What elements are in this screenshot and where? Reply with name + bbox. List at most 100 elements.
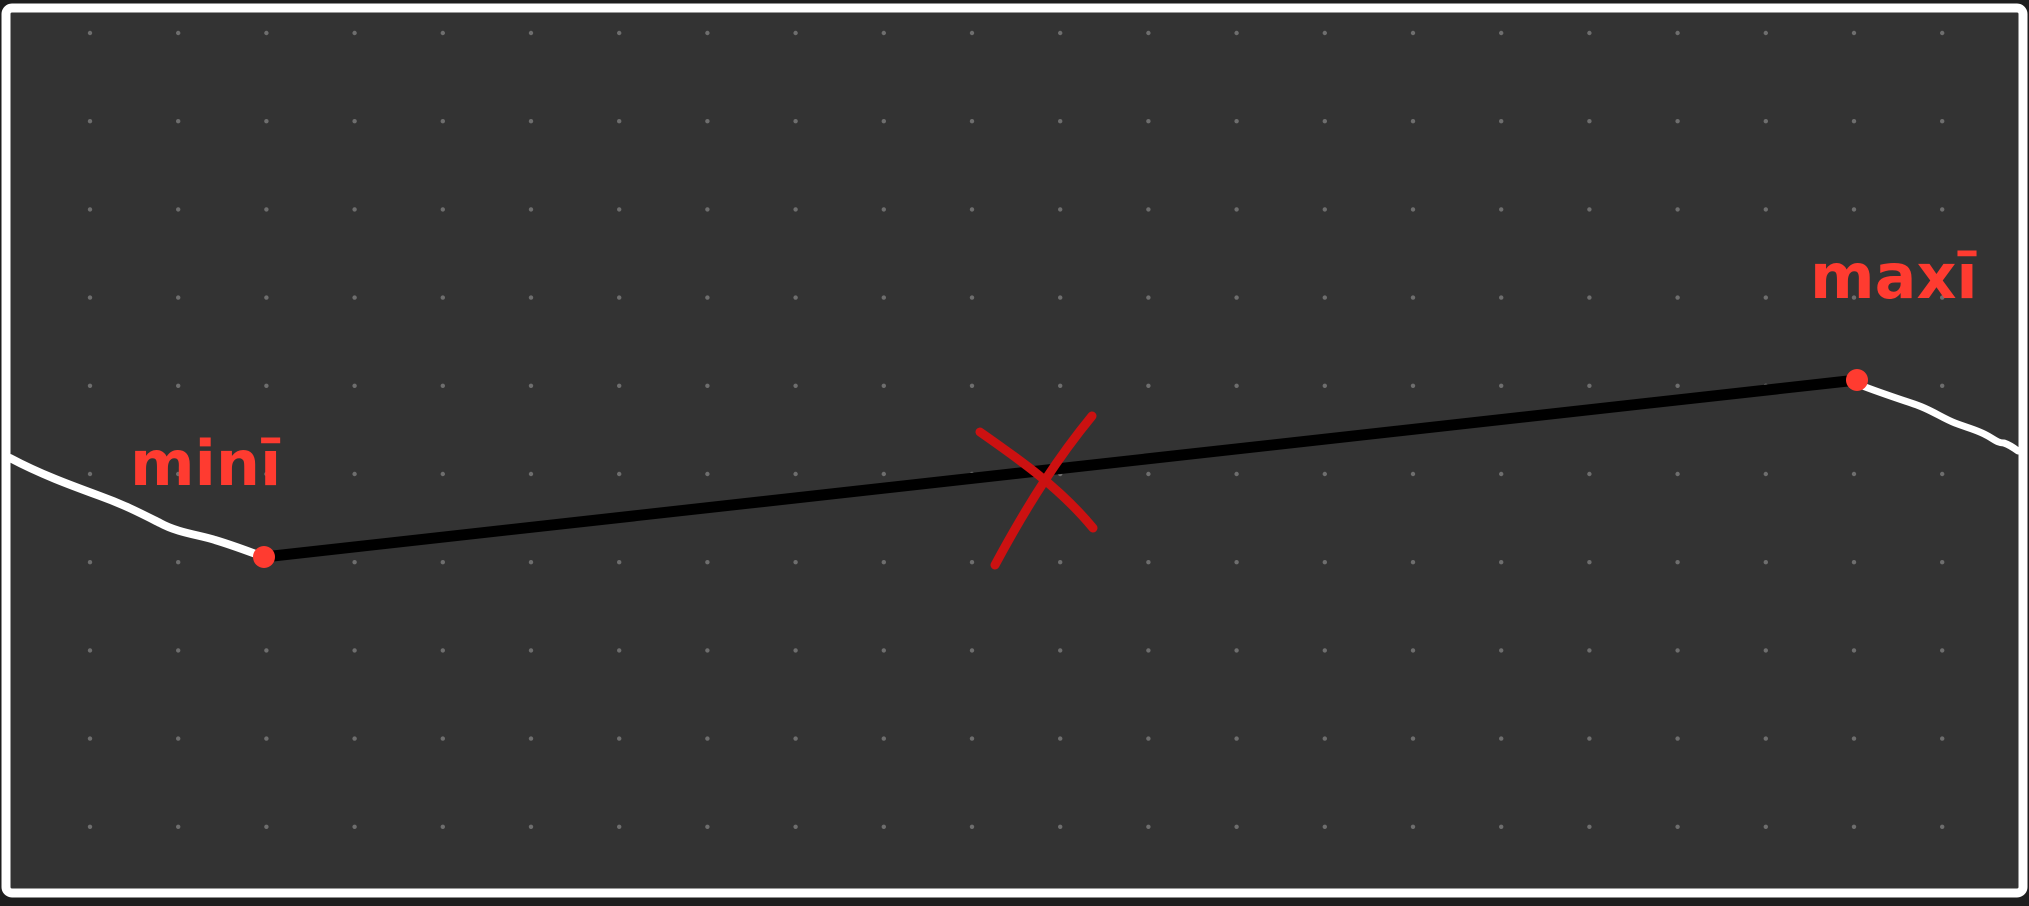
grid-dot (793, 471, 798, 477)
grid-dot (1940, 295, 1945, 300)
grid-dot (1763, 471, 1769, 477)
grid-dot (1499, 295, 1504, 300)
grid-dot (793, 824, 798, 829)
grid-dot (1940, 560, 1945, 565)
grid-dot (87, 824, 93, 829)
grid-dot (1410, 295, 1416, 300)
grid-dot (1675, 295, 1680, 300)
grid-dot (1499, 648, 1504, 653)
grid-dot (1234, 736, 1239, 741)
grid-dot (1499, 736, 1504, 741)
grid-dot (1499, 383, 1504, 388)
grid-dot (1234, 560, 1239, 565)
grid-dot (969, 383, 975, 388)
grid-dot (1763, 207, 1769, 212)
grid-dot (881, 824, 886, 829)
grid-dot (1058, 383, 1063, 388)
grid-dot (352, 119, 357, 124)
grid-dot (1763, 736, 1769, 741)
grid-dot (1763, 824, 1769, 829)
grid-dot (528, 471, 534, 477)
grid-dot (176, 383, 181, 388)
grid-dot (1234, 471, 1239, 477)
grid-dot (352, 648, 357, 653)
grid-dot (1851, 560, 1857, 565)
grid-dot (1587, 383, 1592, 388)
grid-dot (1499, 207, 1504, 212)
grid-dot (440, 383, 445, 388)
grid-dot (617, 471, 622, 477)
grid-dot (1146, 30, 1151, 36)
grid-dot (528, 383, 534, 388)
grid-dot (352, 471, 357, 477)
grid-dot (1234, 824, 1239, 829)
grid-dot (1322, 30, 1328, 36)
grid-dot (969, 648, 975, 653)
grid-dot (881, 295, 886, 300)
grid-dot (1499, 30, 1504, 36)
grid-dot (1587, 30, 1592, 36)
grid-dot (1058, 119, 1063, 124)
grid-dot (1322, 824, 1328, 829)
grid-dot (87, 383, 93, 388)
grid-dot (705, 30, 710, 36)
grid-dot (793, 207, 798, 212)
grid-dot (87, 207, 93, 212)
grid-dot (1234, 648, 1239, 653)
grid-dot (1146, 119, 1151, 124)
grid-dot (1587, 560, 1592, 565)
grid-dot (617, 648, 622, 653)
grid-dot (1410, 736, 1416, 741)
grid-dot (793, 383, 798, 388)
grid-dot (176, 207, 181, 212)
grid-dot (881, 560, 886, 565)
grid-dot (1587, 824, 1592, 829)
grid-dot (1058, 295, 1063, 300)
grid-dot (1058, 560, 1063, 565)
grid-dot (881, 30, 886, 36)
grid-dot (1234, 207, 1239, 212)
grid-dot (352, 30, 357, 36)
grid-dot (87, 736, 93, 741)
grid-dot (1410, 560, 1416, 565)
grid-dot (1322, 383, 1328, 388)
grid-dot (617, 736, 622, 741)
grid-dot (1675, 471, 1680, 477)
grid-dot (705, 207, 710, 212)
grid-dot (528, 648, 534, 653)
grid-dot (881, 207, 886, 212)
grid-dot (1587, 207, 1592, 212)
grid-dot (352, 736, 357, 741)
grid-dot (1234, 383, 1239, 388)
grid-dot (705, 471, 710, 477)
grid-dot (440, 471, 445, 477)
grid-dot (1675, 119, 1680, 124)
grid-dot (352, 295, 357, 300)
grid-dot (1322, 736, 1328, 741)
grid-dot (1410, 471, 1416, 477)
grid-dot (1146, 824, 1151, 829)
grid-dot (87, 30, 93, 36)
grid-dot (1851, 824, 1857, 829)
grid-dot (1322, 119, 1328, 124)
grid-dot (176, 30, 181, 36)
grid-dot (1410, 30, 1416, 36)
grid-dot (1851, 648, 1857, 653)
grid-dot (1940, 383, 1945, 388)
grid-dot (87, 560, 93, 565)
grid-dot (1058, 824, 1063, 829)
grid-dot (1058, 30, 1063, 36)
grid-dot (440, 295, 445, 300)
grid-dot (969, 560, 975, 565)
grid-dot (264, 736, 269, 741)
grid-dot (1146, 207, 1151, 212)
grid-dot (264, 295, 269, 300)
grid-dot (87, 648, 93, 653)
grid-dot (1940, 824, 1945, 829)
dot-grid (87, 30, 1945, 829)
grid-dot (1675, 560, 1680, 565)
grid-dot (176, 295, 181, 300)
grid-dot (440, 207, 445, 212)
grid-dot (1587, 295, 1592, 300)
grid-dot (881, 471, 886, 477)
